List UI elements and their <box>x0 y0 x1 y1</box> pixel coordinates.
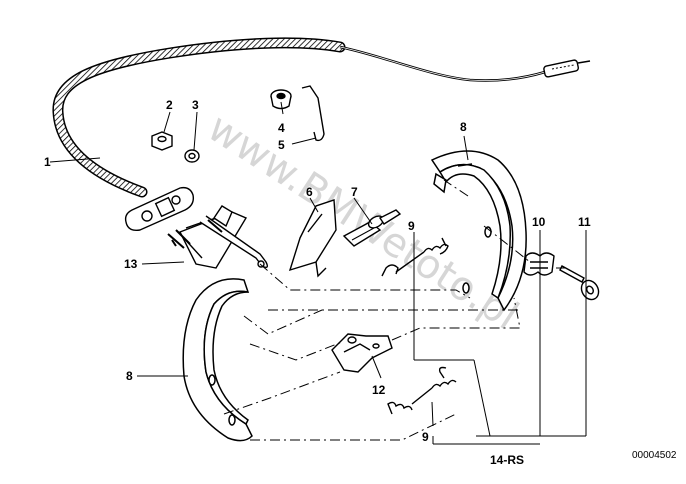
grommet <box>270 89 292 110</box>
callout-6: 6 <box>306 185 313 199</box>
callout-14-rs: 14-RS <box>490 453 524 467</box>
lower-brake-shoe <box>182 278 253 442</box>
adjuster <box>342 209 402 247</box>
callout-2: 2 <box>166 98 173 112</box>
expander-lever <box>288 199 337 278</box>
callout-13: 13 <box>124 257 138 271</box>
washer <box>184 149 200 163</box>
callout-4: 4 <box>278 121 285 135</box>
callout-11: 11 <box>578 215 591 229</box>
assembly-guide-lines <box>223 179 566 441</box>
brake-cable <box>52 37 591 198</box>
callout-12: 12 <box>372 383 386 397</box>
expander-lever-lower <box>331 333 393 373</box>
upper-return-spring <box>381 237 449 277</box>
callout-9-lower: 9 <box>422 430 429 444</box>
callout-3: 3 <box>192 98 199 112</box>
callout-10: 10 <box>532 215 546 229</box>
lower-return-spring <box>387 366 457 415</box>
nut <box>151 131 173 151</box>
callout-5: 5 <box>278 138 285 152</box>
callout-8-lower: 8 <box>126 369 133 383</box>
hold-down-pin <box>559 265 600 301</box>
callout-8-upper: 8 <box>460 120 467 134</box>
retaining-spring <box>301 85 325 142</box>
watermark-text: www.BMWetoto.pl <box>200 105 527 340</box>
callout-leaders <box>49 101 587 445</box>
upper-brake-shoe <box>430 150 527 312</box>
callout-9-upper: 9 <box>408 219 415 233</box>
cable-bracket <box>124 186 269 269</box>
callout-7: 7 <box>351 185 358 199</box>
callout-1: 1 <box>44 155 51 169</box>
catalog-code: 00004502 <box>632 450 677 461</box>
spring-cup <box>523 252 555 276</box>
